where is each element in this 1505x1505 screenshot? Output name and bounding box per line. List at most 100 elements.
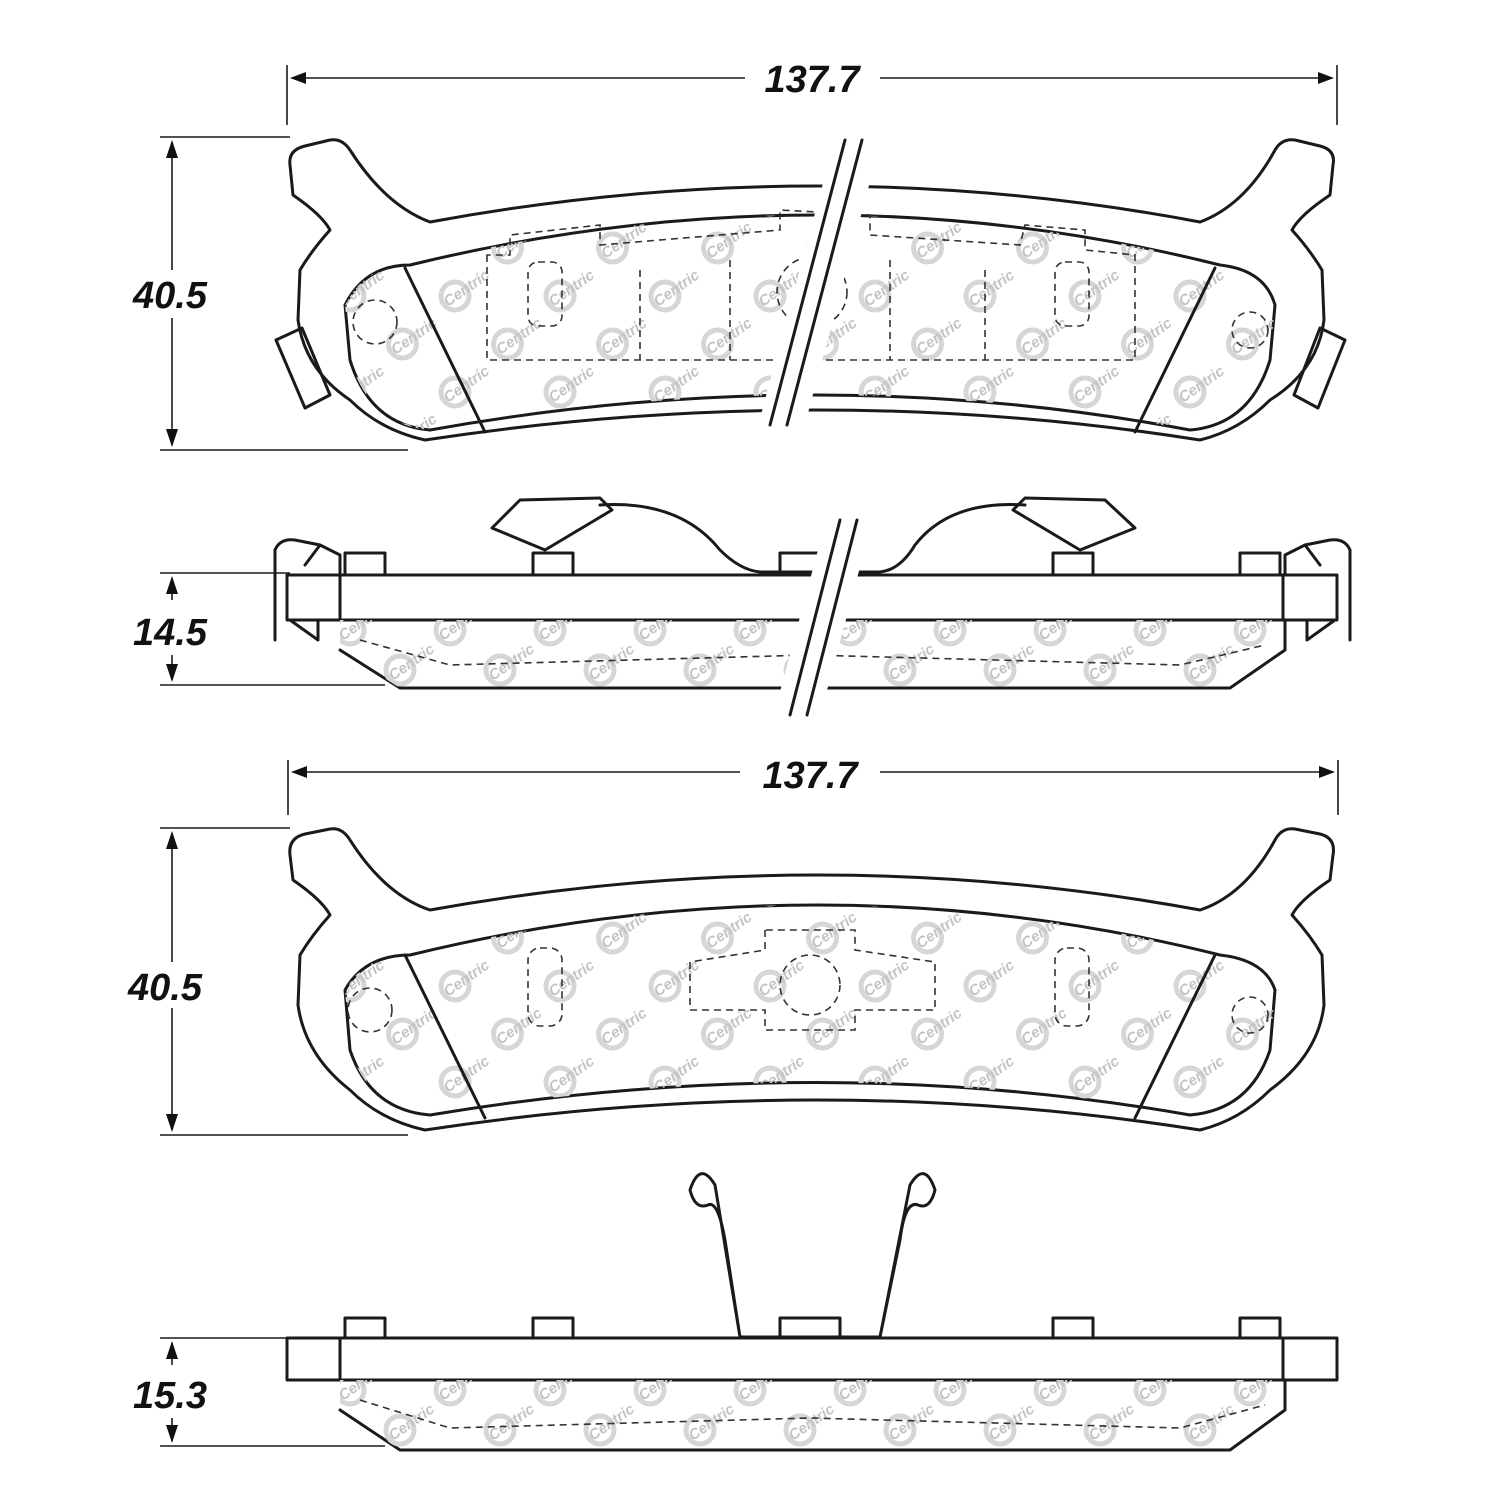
watermark-ring (543, 969, 577, 1003)
watermark-ring (783, 1413, 817, 1447)
watermark-ring (858, 279, 892, 313)
watermark-ring (983, 653, 1017, 687)
watermark-ring (883, 1413, 917, 1447)
watermark-ring (911, 921, 944, 955)
watermark-ring (1183, 1413, 1217, 1447)
watermark-ring (1016, 423, 1049, 430)
watermark-ring (438, 905, 472, 907)
watermark-ring (701, 1017, 734, 1051)
top-backing-plate (288, 138, 1335, 442)
watermark-ring (340, 1380, 367, 1407)
bottom-thickness-label: 15.3 (133, 1375, 207, 1417)
watermark-ring (911, 327, 944, 361)
bottom-wear-sensor-clip (688, 1172, 937, 1339)
watermark-ring (1173, 905, 1207, 907)
watermark-ring (1033, 620, 1067, 647)
watermark-ring (543, 279, 577, 313)
watermark-ring (491, 327, 524, 361)
watermark-ring (438, 969, 472, 1003)
watermark-ring (386, 327, 419, 361)
watermark-ring (1173, 215, 1207, 217)
watermark-ring (345, 215, 367, 217)
watermark-ring (911, 423, 944, 430)
watermark-ring (533, 1380, 567, 1407)
watermark-text: Centric (1176, 170, 1229, 214)
watermark-ring (383, 653, 417, 687)
watermark-ring (1133, 620, 1167, 647)
watermark-ring (983, 1413, 1017, 1447)
left-abutment-clip (274, 326, 332, 410)
watermark-text: Centric (1176, 860, 1229, 904)
watermark-ring (683, 653, 717, 687)
watermark-ring (596, 1017, 629, 1051)
watermark-ring (806, 921, 839, 955)
watermark-ring (1121, 327, 1154, 361)
watermark-ring (1226, 327, 1259, 361)
watermark-ring (933, 620, 967, 647)
watermark-ring (963, 969, 997, 1003)
watermark-ring (345, 905, 367, 907)
bottom-thickness-dimension: 15.3 (133, 1337, 385, 1447)
watermark-text: Centric (1228, 410, 1281, 454)
bottom-side-friction-material (338, 1378, 1287, 1452)
watermark-ring (633, 1380, 667, 1407)
watermark-ring (1233, 1380, 1267, 1407)
watermark-text: Centric (651, 1052, 704, 1096)
watermark-ring (753, 279, 787, 313)
watermark-ring (963, 279, 997, 313)
watermark-ring (733, 1380, 767, 1407)
watermark-text: Centric (1018, 410, 1071, 454)
top-width-dimension: 137.7 (286, 59, 1338, 125)
watermark-ring (806, 423, 839, 430)
watermark-ring (1083, 1413, 1117, 1447)
watermark-text: Centric (1228, 908, 1281, 952)
bottom-width-label: 137.7 (762, 755, 859, 797)
watermark-ring (1173, 969, 1207, 1003)
watermark-text: Centric (441, 860, 494, 904)
watermark-ring (1068, 215, 1102, 217)
watermark-ring (753, 969, 787, 1003)
watermark-ring (438, 375, 472, 409)
watermark-ring (1173, 279, 1207, 313)
watermark-ring (596, 231, 629, 265)
watermark-ring (596, 423, 629, 430)
top-break-lines (759, 138, 878, 433)
watermark-text: Centric (756, 170, 809, 214)
watermark-ring (533, 620, 567, 647)
watermark-ring (386, 231, 419, 265)
watermark-ring (806, 1017, 839, 1051)
watermark-ring (383, 1413, 417, 1447)
top-width-label: 137.7 (764, 59, 861, 101)
watermark-ring (483, 1413, 517, 1447)
watermark-ring (1016, 231, 1049, 265)
watermark-ring (433, 1380, 467, 1407)
watermark-ring (1068, 969, 1102, 1003)
watermark-text: Centric (861, 362, 914, 406)
watermark-ring (1226, 423, 1259, 430)
watermark-ring (491, 1017, 524, 1051)
watermark-ring (1068, 1065, 1102, 1099)
watermark-text: Centric (388, 218, 441, 262)
top-wear-sensor-spring (598, 503, 1027, 574)
watermark-ring (583, 1413, 617, 1447)
watermark-ring (1173, 1065, 1207, 1099)
top-friction-material (343, 213, 1277, 432)
bottom-width-dimension: 137.7 (287, 755, 1339, 815)
watermark-ring (483, 653, 517, 687)
watermark-ring (1226, 231, 1259, 265)
top-side-friction-material (338, 618, 1287, 690)
watermark-text: Centric (756, 860, 809, 904)
watermark-ring (1083, 653, 1117, 687)
bottom-height-dimension: 40.5 (127, 827, 408, 1136)
watermark-ring (753, 905, 787, 907)
watermark-ring (1226, 1017, 1259, 1051)
watermark-ring (883, 653, 917, 687)
bottom-height-label: 40.5 (127, 967, 203, 1009)
watermark-ring (1183, 653, 1217, 687)
watermark-ring (583, 653, 617, 687)
watermark-ring (1016, 921, 1049, 955)
